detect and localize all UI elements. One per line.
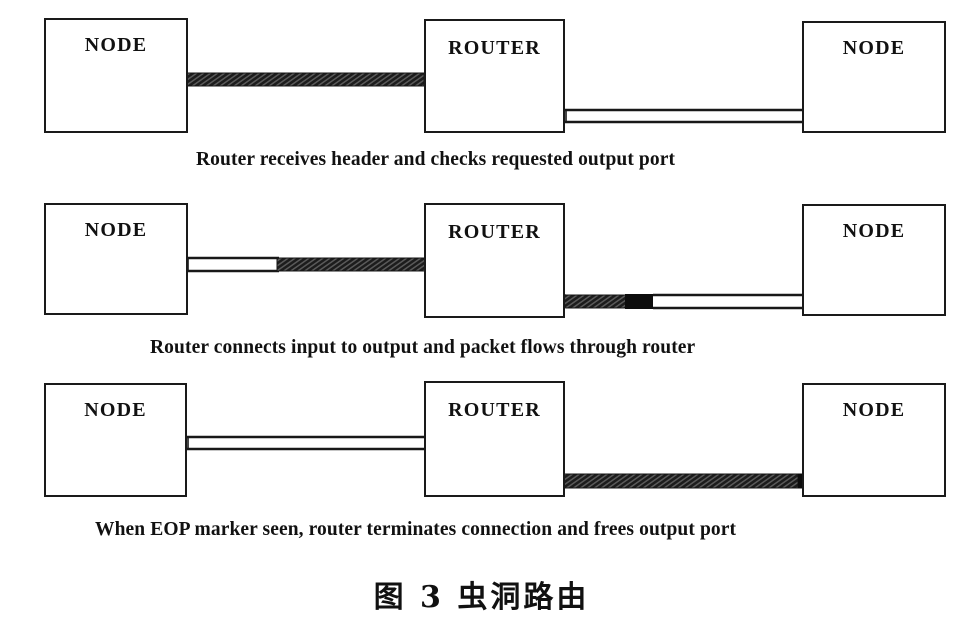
panel-2-destination-node-label: NODE [842,220,906,242]
panel-1-router-label: ROUTER [448,37,541,59]
panel-2-router: ROUTER [424,203,565,318]
panel-1-source-node: NODE [44,18,188,133]
panel-3-router: ROUTER [424,381,565,497]
panel-1-source-node-label: NODE [84,34,148,56]
panel-3-destination-node: NODE [802,383,946,497]
panel-3-source-node-label: NODE [84,399,147,421]
panel-2-source-node: NODE [44,203,188,315]
panel-3-caption: When EOP marker seen, router terminates … [95,519,737,540]
panel-3-output-link-occupied [562,473,799,489]
panel-2-router-label: ROUTER [448,221,541,243]
panel-3-source-node: NODE [44,383,187,497]
panel-2-header-flit-block [625,294,653,309]
panel-2-caption: Router connects input to output and pack… [150,337,696,358]
panel-1-destination-node: NODE [802,21,946,133]
panel-2-source-node-label: NODE [84,219,148,241]
panel-2-destination-node: NODE [802,204,946,316]
panel-1-caption: Router receives header and checks reques… [196,149,676,170]
panel-1-destination-node-label: NODE [842,37,906,59]
figure-caption: 图 3 虫洞路由 [373,580,590,615]
panel-3-router-label: ROUTER [448,399,541,421]
panel-1-router: ROUTER [424,19,565,133]
panel-3-destination-node-label: NODE [842,399,906,421]
panel-1-input-link-occupied [184,72,425,87]
